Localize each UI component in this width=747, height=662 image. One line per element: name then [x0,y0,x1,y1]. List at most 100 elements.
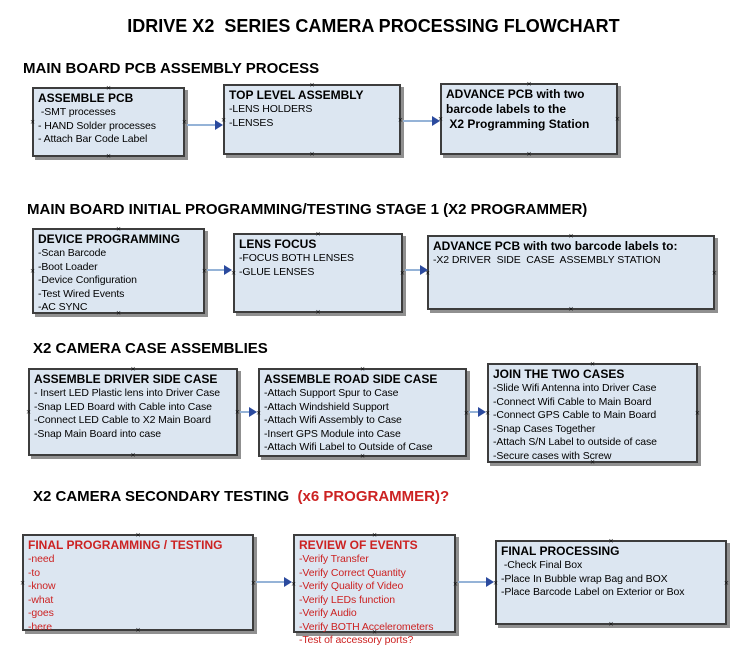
arrow-head-icon [420,265,428,275]
connector-arrow [207,264,232,276]
box-item: -LENSES [229,116,274,129]
connection-point-icon: × [526,79,532,89]
connection-point-icon: × [608,536,614,546]
box-title: REVIEW OF EVENTS [299,538,418,552]
box-title: FINAL PROGRAMMING / TESTING [28,538,223,552]
box-top-level-assembly: × × × × TOP LEVEL ASSEMBLY -LENS HOLDERS… [221,81,403,159]
arrow-head-icon [224,265,232,275]
arrow-line [256,581,285,583]
connection-point-icon: × [201,266,207,276]
connection-point-icon: × [130,364,136,374]
connection-point-icon: × [608,619,614,629]
box-item: - HAND Solder processes [38,119,156,132]
box-final-processing: × × × × FINAL PROCESSING -Check Final Bo… [493,536,729,629]
connection-point-icon: × [309,149,315,159]
box-title: FINAL PROCESSING [501,544,620,558]
connection-point-icon: × [493,577,499,588]
heading-text: X2 CAMERA SECONDARY TESTING [33,488,298,505]
box-item: -need [28,553,55,565]
box-review-of-events: × × × × REVIEW OF EVENTS -Verify Transfe… [291,531,458,647]
box-item: -LENS HOLDERS [229,103,313,115]
box-title: ASSEMBLE ROAD SIDE CASE [264,372,438,386]
connection-point-icon: × [425,267,431,278]
connection-point-icon: × [135,530,141,540]
connection-point-icon: × [568,231,574,241]
box-device-programming: × × × × DEVICE PROGRAMMING -Scan Barcode… [30,224,207,318]
box-item: -Connect Wifi Cable to Main Board [493,395,652,408]
box-title: ADVANCE PCB with two barcode labels to: [433,239,678,253]
connection-point-icon: × [371,627,378,637]
box-item: -what [28,593,54,606]
connection-point-icon: × [105,83,112,93]
box-final-programming-testing: × × × × FINAL PROGRAMMING / TESTING -nee… [20,530,256,635]
arrow-head-icon [284,577,292,587]
connector-arrow [187,119,223,131]
arrow-line [207,269,225,271]
box-item: -Verify Quality of Video [299,580,404,592]
box-item: -SMT processes [38,106,116,118]
box-item: -know [28,580,56,592]
connection-point-icon: × [397,114,403,125]
connection-point-icon: × [135,625,141,635]
box-item: -Verify Correct Quantity [299,566,406,579]
arrow-line [405,269,421,271]
box-item: -Attach Wifi Assembly to Case [264,414,402,426]
box-item: -here [28,620,53,633]
connection-point-icon: × [256,407,262,418]
connector-arrow [256,576,292,588]
connection-point-icon: × [463,407,469,418]
box-item: -Connect LED Cable to X2 Main Board [34,414,211,426]
connection-point-icon: × [399,268,405,278]
arrow-head-icon [249,407,257,417]
box-item: -X2 DRIVER SIDE CASE ASSEMBLY STATION [433,254,661,266]
arrow-line [458,581,487,583]
box-item: -Check Final Box [501,559,583,571]
connection-point-icon: × [359,364,366,374]
connection-point-icon: × [723,577,729,588]
arrow-line [240,411,250,413]
connection-point-icon: × [568,304,574,314]
connection-point-icon: × [359,451,366,461]
box-item: -Attach Windshield Support [264,400,389,413]
connection-point-icon: × [438,114,444,124]
box-title: TOP LEVEL ASSEMBLY [229,88,364,102]
connection-point-icon: × [614,114,620,124]
box-title: JOIN THE TWO CASES [493,367,625,381]
section-heading-case-assemblies: X2 CAMERA CASE ASSEMBLIES [33,340,268,357]
connection-point-icon: × [711,267,717,278]
connector-arrow [240,406,257,418]
connection-point-icon: × [291,578,297,589]
page-title: IDRIVE X2 SERIES CAMERA PROCESSING FLOWC… [127,16,620,36]
connection-point-icon: × [315,307,321,317]
box-item: -Slide Wifi Antenna into Driver Case [493,382,657,394]
box-title: ASSEMBLE DRIVER SIDE CASE [34,372,218,386]
box-lens-focus: × × × × LENS FOCUS -FOCUS BOTH LENSES -G… [231,229,405,317]
box-item: - Attach Bar Code Label [38,133,148,145]
box-assemble-driver-side-case: × × × × ASSEMBLE DRIVER SIDE CASE - Inse… [26,364,240,460]
connection-point-icon: × [105,151,112,161]
connection-point-icon: × [589,359,596,369]
box-join-the-two-cases: × × × × JOIN THE TWO CASES -Slide Wifi A… [485,359,700,467]
connection-point-icon: × [115,224,122,234]
connection-point-icon: × [115,308,122,318]
arrow-line [403,120,433,122]
arrow-head-icon [215,120,223,130]
box-title: LENS FOCUS [239,237,317,251]
connection-point-icon: × [231,268,237,278]
connection-point-icon: × [20,577,26,588]
connection-point-icon: × [526,149,532,159]
box-assemble-pcb: × × × × ASSEMBLE PCB -SMT processes - HA… [30,83,187,161]
box-item: -Test Wired Events [38,287,125,300]
connection-point-icon: × [452,578,458,589]
connection-point-icon: × [181,117,187,127]
connection-point-icon: × [250,577,256,588]
connection-point-icon: × [234,407,240,417]
arrow-head-icon [478,407,486,417]
connection-point-icon: × [694,408,700,418]
box-item: -Snap Main Board into case [34,427,161,440]
connection-point-icon: × [315,229,321,239]
connection-point-icon: × [30,117,36,127]
heading-text-red: (x6 PROGRAMMER)? [297,488,450,505]
section-heading-secondary-testing: X2 CAMERA SECONDARY TESTING (x6 PROGRAMM… [33,488,449,505]
box-title: ASSEMBLE PCB [38,91,134,105]
